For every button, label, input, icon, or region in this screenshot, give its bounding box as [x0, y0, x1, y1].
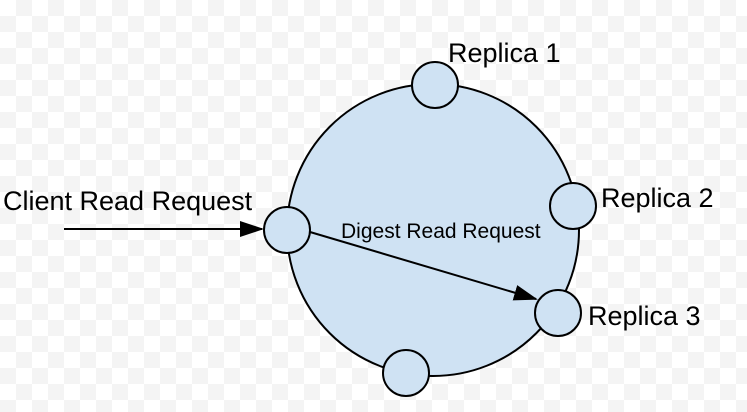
replica-2-node: [549, 182, 597, 230]
replica-3-node: [534, 289, 582, 337]
replica-2-label: Replica 2: [601, 183, 714, 213]
digest-read-request-arrow: [309, 231, 538, 301]
bottom-node: [382, 349, 430, 397]
replica-1-label: Replica 1: [448, 38, 561, 68]
replica-3-label: Replica 3: [588, 301, 701, 331]
client-read-request-label: Client Read Request: [3, 186, 253, 216]
coordinator-node: [263, 206, 311, 254]
replica-1-node: [411, 61, 459, 109]
digest-read-request-label: Digest Read Request: [341, 220, 541, 243]
